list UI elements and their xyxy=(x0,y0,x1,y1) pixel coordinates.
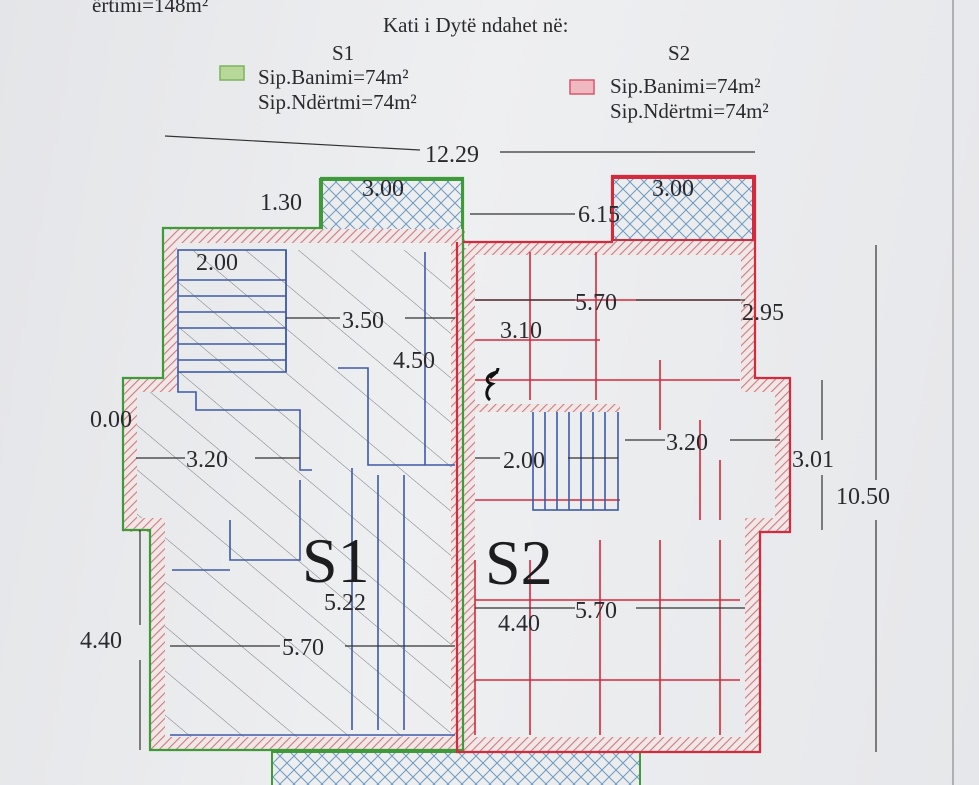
s2-inner-walls xyxy=(474,252,740,735)
dim-s2-living-depth: 4.40 xyxy=(498,611,540,637)
unit-label-s1: S1 xyxy=(302,525,370,596)
s1-floor-hatch xyxy=(135,250,455,740)
dim-s1-left-offset: 0.00 xyxy=(90,407,132,433)
unit-label-s2: S2 xyxy=(485,527,553,598)
dim-s2-balcony-width: 3.00 xyxy=(652,176,694,202)
dim-s2-top-width: 5.70 xyxy=(575,290,617,316)
legend-s2-name: S2 xyxy=(668,41,690,65)
brand-logo-icon xyxy=(485,367,500,402)
dim-s1-room-depth: 4.50 xyxy=(393,348,435,374)
top-cut-text: ërtimi=148m² xyxy=(92,0,208,17)
dim-s1-room-width: 3.50 xyxy=(342,308,384,334)
s2-outline xyxy=(455,174,792,754)
legend-s2-swatch xyxy=(569,79,595,95)
dim-s2-room-right: 3.20 xyxy=(666,430,708,456)
dim-s1-balcony-offset: 1.30 xyxy=(260,190,302,216)
bottom-balcony xyxy=(271,751,641,785)
legend-s2-line1: Sip.Banimi=74m² xyxy=(610,74,761,98)
dim-total-height: 10.50 xyxy=(836,484,890,510)
s1-inner-walls xyxy=(170,249,455,736)
dim-s2-offset: 6.15 xyxy=(578,202,620,228)
dimension-labels: 12.29 1.30 3.00 3.00 6.15 2.00 3.50 4.50… xyxy=(80,142,890,661)
dim-s2-right-top: 2.95 xyxy=(742,300,784,326)
dim-s2-living-width: 5.70 xyxy=(575,598,617,624)
dimension-lines xyxy=(136,135,877,752)
legend-s1-name: S1 xyxy=(332,41,354,65)
legend-s2-line2: Sip.Ndërtmi=74m² xyxy=(610,99,769,123)
s1-outline xyxy=(121,176,465,752)
legend-title: Kati i Dytë ndahet në: xyxy=(383,13,568,37)
dim-s1-room-left: 3.20 xyxy=(186,447,228,473)
dim-s1-balcony-width: 3.00 xyxy=(362,176,404,202)
dim-s2-stair: 2.00 xyxy=(503,448,545,474)
legend-s1-line2: Sip.Ndërtmi=74m² xyxy=(258,90,417,114)
dim-s2-room-left: 3.10 xyxy=(500,318,542,344)
dim-s2-right-mid: 3.01 xyxy=(792,447,834,473)
legend-s1-swatch xyxy=(219,65,245,81)
s2-stairs xyxy=(470,404,620,511)
dim-s1-living-width: 5.70 xyxy=(282,635,324,661)
dim-s1-left-height: 4.40 xyxy=(80,628,122,654)
s2-balcony xyxy=(612,177,754,241)
watermark-logo xyxy=(485,367,500,402)
legend-s1-line1: Sip.Banimi=74m² xyxy=(258,65,409,89)
dim-s1-stair: 2.00 xyxy=(196,250,238,276)
dim-total-width: 12.29 xyxy=(425,142,479,168)
dim-s1-living-depth: 5.22 xyxy=(324,590,366,616)
s2-walls xyxy=(461,241,789,751)
